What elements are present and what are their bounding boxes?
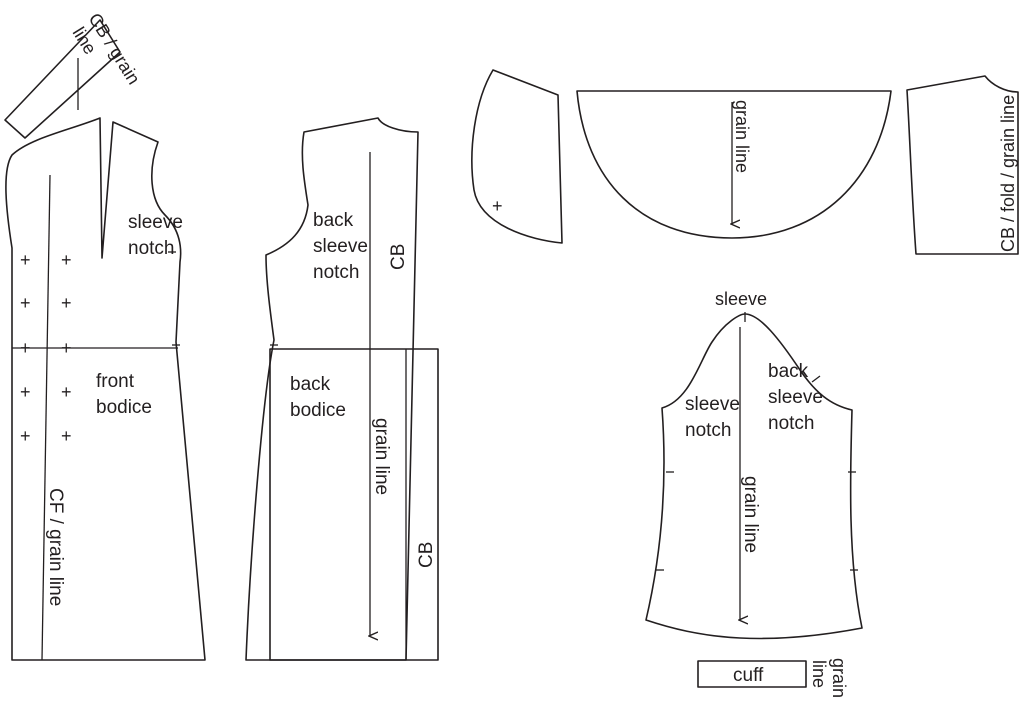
circle-grain-label: grain line bbox=[732, 100, 752, 173]
sleeve-front-notch-label-1: sleeve bbox=[685, 394, 740, 415]
button-mark: + bbox=[20, 338, 31, 358]
back-sleeve-notch-label-3: notch bbox=[313, 262, 359, 283]
half-circle-piece: grain line bbox=[576, 90, 892, 239]
back-sleeve-notch-label-2: sleeve bbox=[313, 236, 368, 257]
collar-piece: CB / grain line bbox=[4, 10, 144, 139]
sleeve-top-label: sleeve bbox=[715, 289, 767, 309]
cuff-grain-label-2: line bbox=[809, 660, 829, 688]
facing-piece: + bbox=[471, 69, 563, 244]
button-mark: + bbox=[61, 382, 72, 402]
button-mark: + bbox=[20, 250, 31, 270]
button-mark: + bbox=[20, 382, 31, 402]
sleeve-front-notch-label-2: notch bbox=[685, 420, 731, 441]
front-bodice-label-1: front bbox=[96, 371, 135, 392]
sleeve-back-notch-label-1: back bbox=[768, 361, 809, 382]
button-mark: + bbox=[20, 293, 31, 313]
sleeve-back-notch-label-2: sleeve bbox=[768, 387, 823, 408]
front-sleeve-notch-label-2: notch bbox=[128, 238, 174, 259]
cuff-piece: cuff grain line bbox=[697, 658, 849, 698]
back-bodice-label-1: back bbox=[290, 374, 331, 395]
sleeve-piece: sleeve sleeve notch back sleeve notch gr… bbox=[645, 289, 863, 640]
collar-stand-piece: CB / fold / grain line bbox=[906, 75, 1019, 255]
back-bodice-piece: back sleeve notch CB back bodice grain l… bbox=[245, 117, 439, 661]
back-cb-label-upper: CB bbox=[388, 244, 409, 270]
front-bodice-label-2: bodice bbox=[96, 397, 152, 418]
front-bodice-piece: + + + + + + + + + + sleeve notch front b… bbox=[5, 117, 206, 661]
sleeve-back-notch-label-3: notch bbox=[768, 413, 814, 434]
sleeve-grain-label: grain line bbox=[740, 476, 761, 553]
cuff-grain-label-1: grain bbox=[829, 658, 849, 698]
button-mark: + bbox=[61, 426, 72, 446]
back-bodice-label-2: bodice bbox=[290, 400, 346, 421]
front-sleeve-notch-label-1: sleeve bbox=[128, 212, 183, 233]
back-sleeve-notch-label-1: back bbox=[313, 210, 354, 231]
back-cb-label-lower: CB bbox=[416, 542, 437, 568]
cuff-label: cuff bbox=[733, 665, 764, 686]
button-mark: + bbox=[20, 426, 31, 446]
button-mark: + bbox=[492, 196, 503, 216]
cf-grain-label: CF / grain line bbox=[45, 488, 66, 606]
button-mark: + bbox=[61, 293, 72, 313]
back-grain-label: grain line bbox=[371, 418, 392, 495]
right-piece-grain-label: CB / fold / grain line bbox=[998, 95, 1018, 252]
button-mark: + bbox=[61, 338, 72, 358]
button-mark: + bbox=[61, 250, 72, 270]
